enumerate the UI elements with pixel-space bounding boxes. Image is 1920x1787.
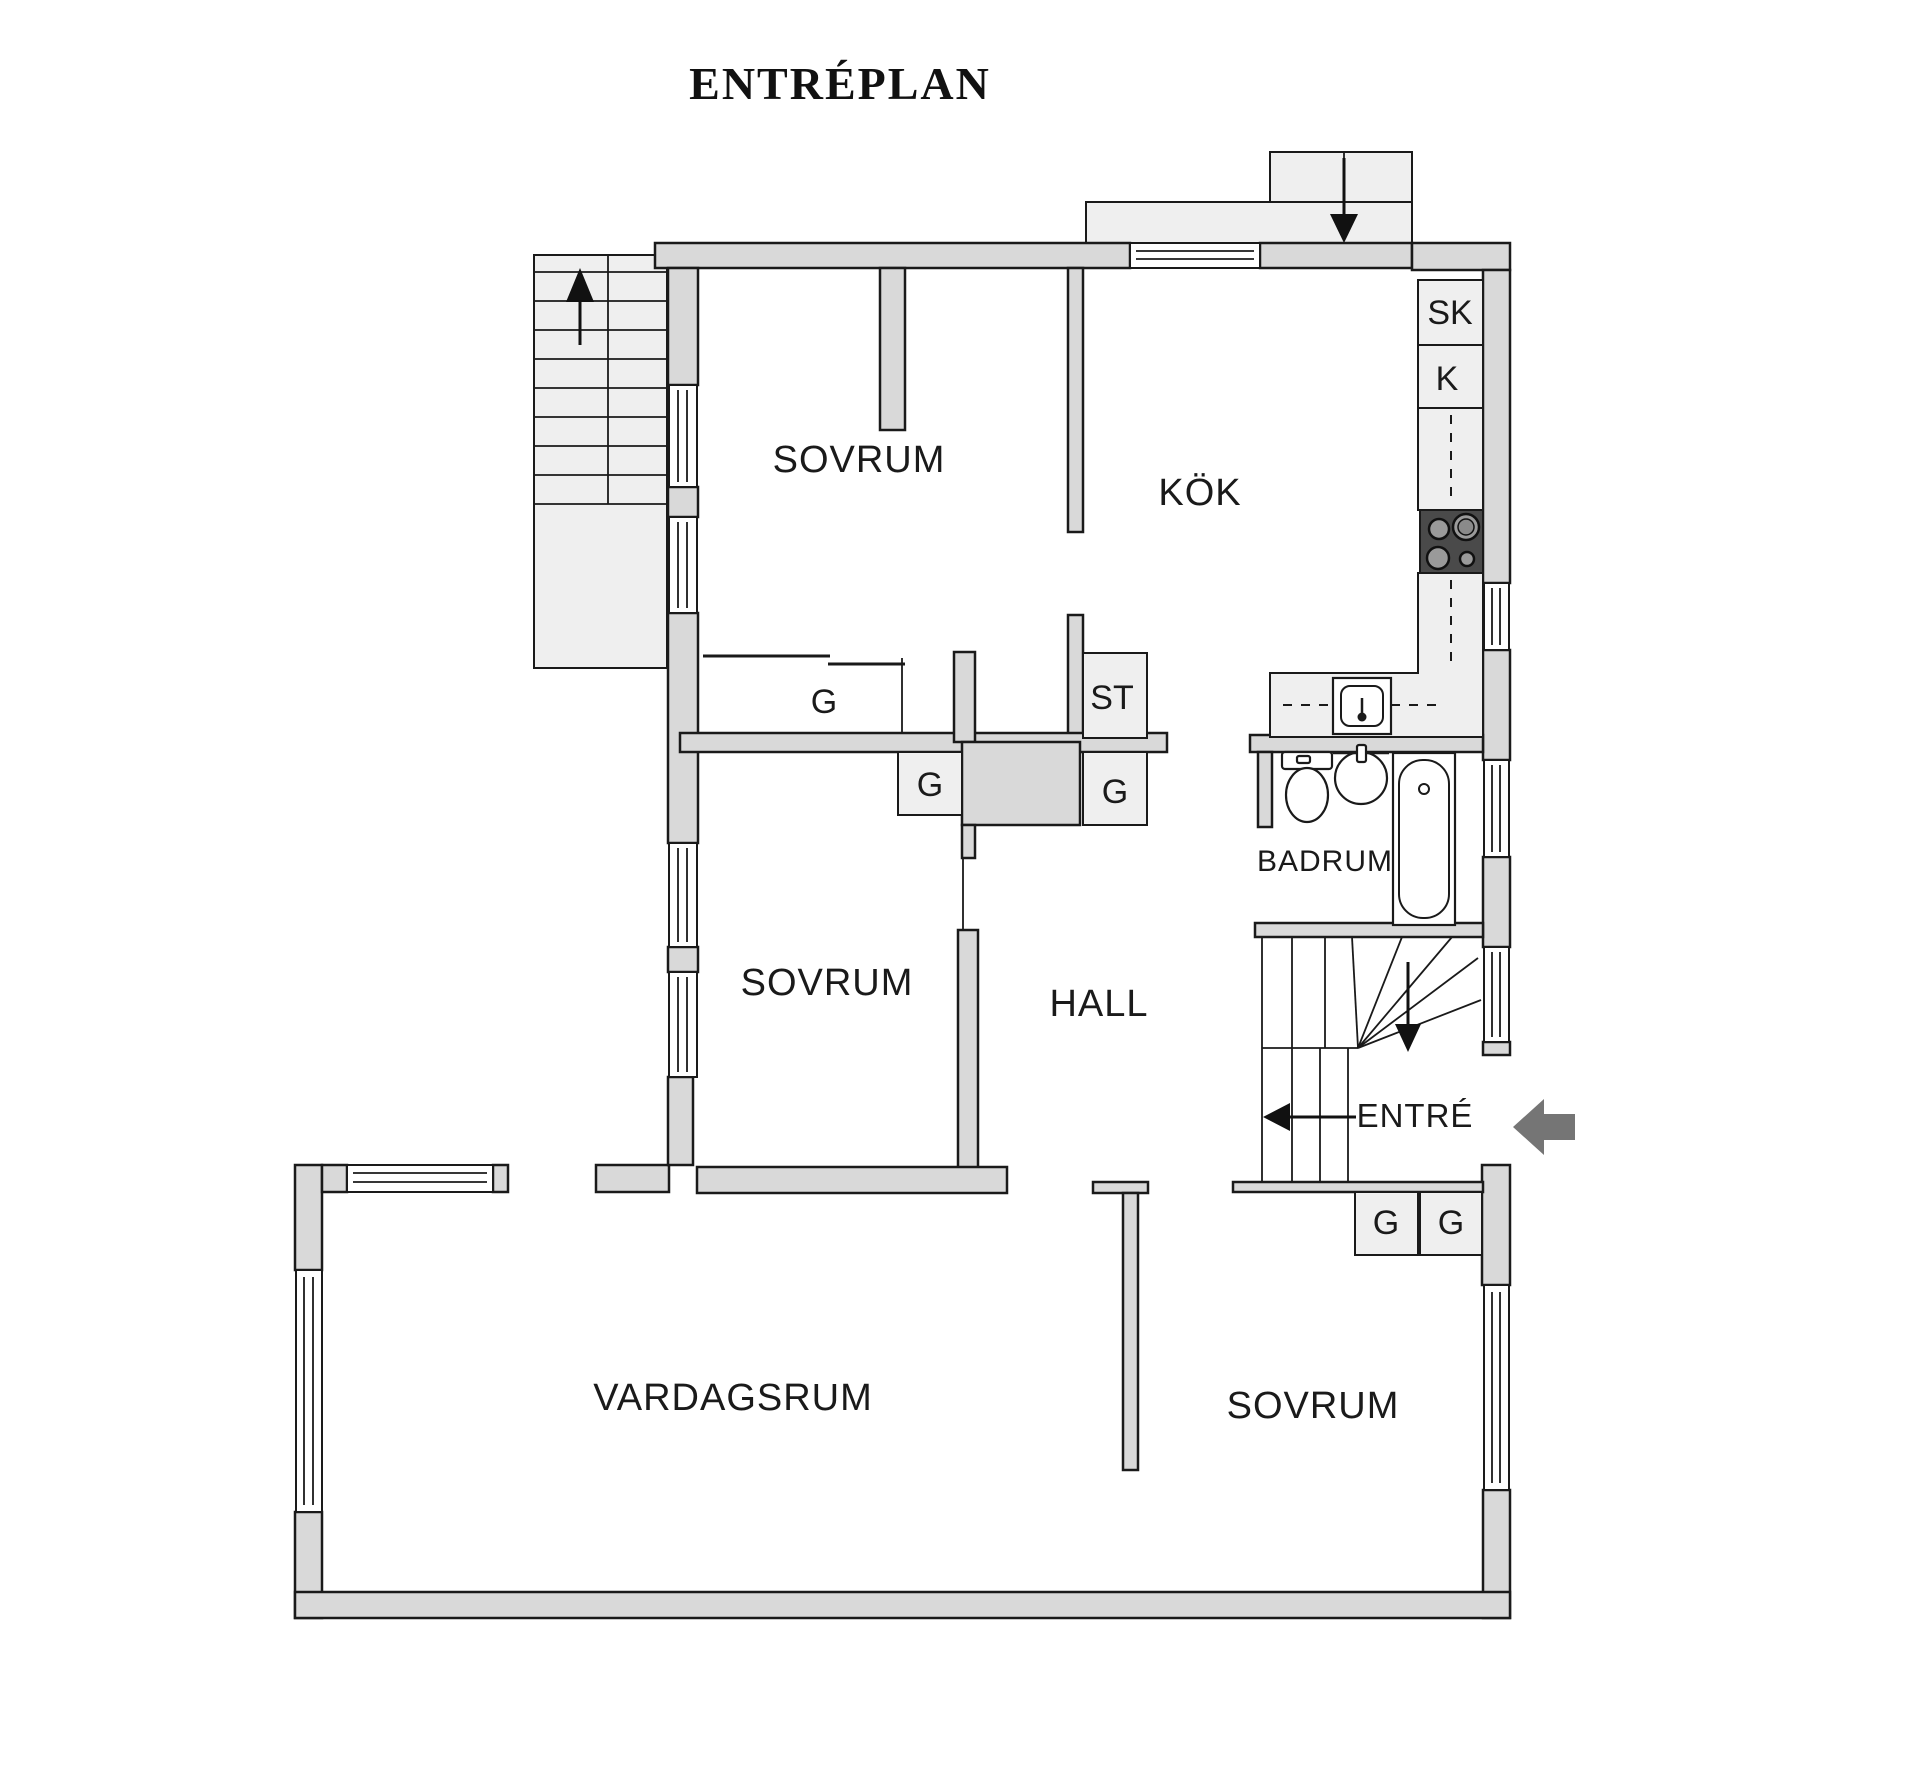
label-kitchen: KÖK [1158,472,1241,514]
windows [295,242,1510,1513]
exit-left-arrow-icon [1263,1103,1356,1131]
stairs-up-arrow-icon [566,268,594,345]
label-wardrobe-g3: G [1102,773,1128,811]
bathroom-sink [1333,743,1389,806]
closet-g-entry-right [1419,1191,1483,1256]
stove [1419,509,1484,574]
entry-steps-down-arrow-icon [1330,158,1358,243]
label-closet-sk: SK [1427,294,1473,332]
window-bathroom-east [1483,759,1510,858]
kitchen-sink [1331,676,1393,736]
window-stair-east [1483,946,1510,1043]
chimney-mass [960,740,1082,827]
window-bedroom2-west-1 [668,842,698,948]
staircase-top-left [533,254,668,669]
cabinets-right [1417,279,1484,409]
window-bedroom1-west-1 [668,384,698,488]
label-living-room: VARDAGSRUM [593,1377,873,1419]
walls [293,241,1512,1620]
toilet [1280,750,1334,824]
window-kitchen-east [1483,582,1510,651]
stair-treads [534,255,667,505]
window-bedroom2-west-2 [668,971,698,1078]
closet-st [1082,652,1148,739]
kitchen-fittings [1269,407,1484,738]
staircase-entry [1261,936,1483,1256]
closet-g-hall-left [897,751,963,816]
closet-g-hall-right [1082,751,1148,826]
bathtub [1391,751,1457,927]
closet-k [1417,344,1484,409]
lower-flight-treads [1291,1048,1349,1182]
window-living-west [295,1269,323,1513]
closet-sk [1417,279,1484,346]
label-wardrobe-g1: G [811,683,837,721]
label-bedroom3: SOVRUM [1227,1385,1400,1427]
window-living-north [346,1164,494,1193]
porch-steps [1269,151,1413,203]
label-wardrobe-g4: G [1373,1204,1399,1242]
page-title: ENTRÉPLAN [689,58,991,109]
bathroom-fixtures [1280,743,1457,927]
entrance-left-arrow-icon [1513,1099,1575,1155]
label-wardrobe-g5: G [1438,1204,1464,1242]
closets-middle [703,652,1148,930]
label-bedroom2: SOVRUM [741,962,914,1004]
label-closet-st: ST [1090,679,1133,717]
window-bedroom3-east [1483,1284,1510,1491]
porch-landing [1085,201,1413,244]
label-bathroom: BADRUM [1257,845,1393,878]
entry-porch [1085,151,1413,244]
label-bedroom1: SOVRUM [773,439,946,481]
window-bedroom1-west-2 [668,516,698,614]
label-entry: ENTRÉ [1357,1097,1474,1134]
winder-treads [1262,936,1482,1049]
label-closet-k: K [1436,360,1459,398]
partition-stub [878,266,907,432]
label-hall: HALL [1049,983,1148,1025]
stair-block [533,254,668,669]
window-kitchen-north [1129,242,1261,269]
label-wardrobe-g2: G [917,766,943,804]
stairs-down-arrow-icon [1395,962,1421,1052]
closet-g-entry-left [1354,1191,1419,1256]
